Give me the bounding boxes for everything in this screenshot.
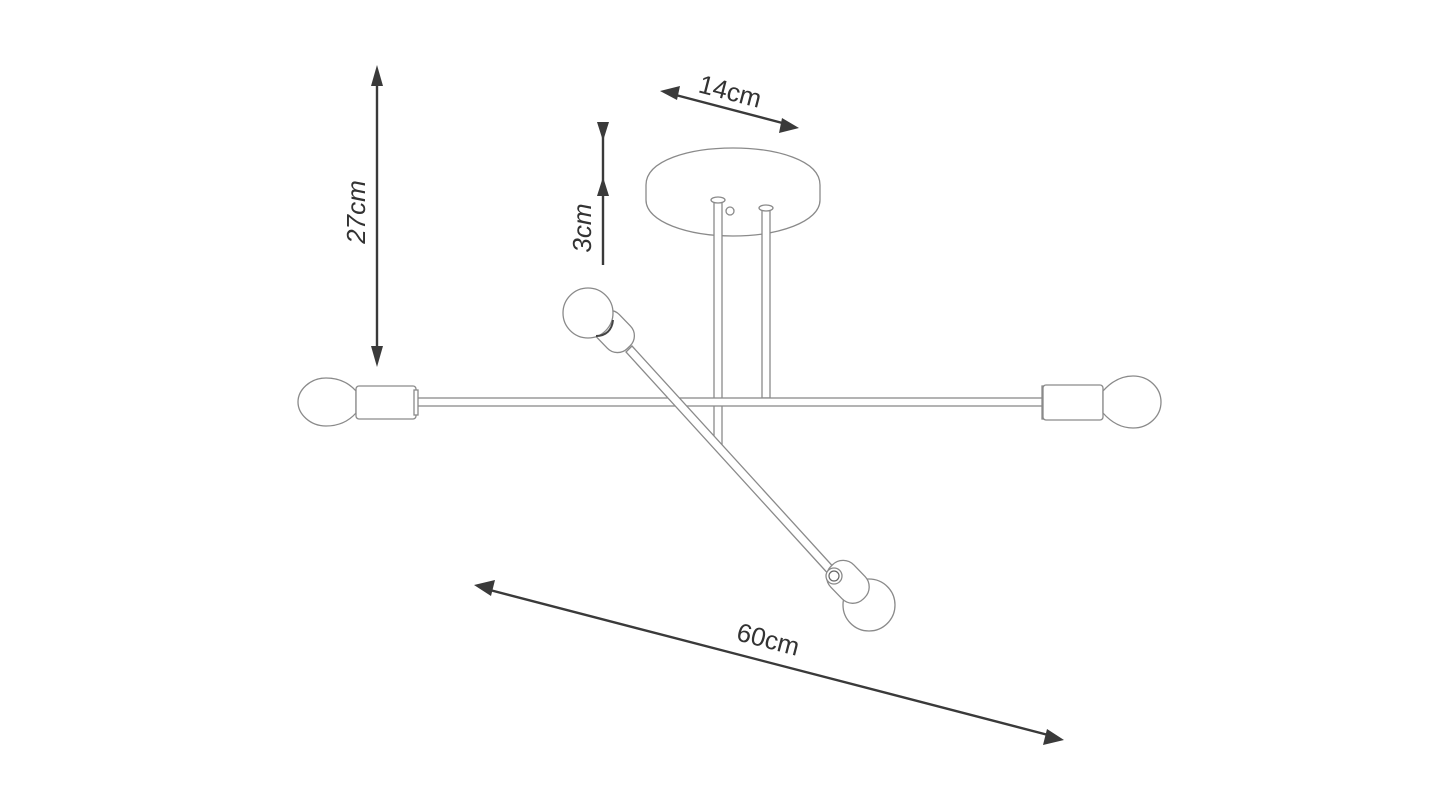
bulb-bottom-diagonal [825,559,896,632]
diagonal-arm [625,345,839,579]
dimension-overall-height: 27cm [341,65,383,367]
support-screw [725,206,735,216]
bulb-left [297,377,419,427]
dimension-label-14cm: 14cm [696,69,765,114]
dimension-canopy-height: 3cm [567,122,609,265]
dimension-label-27cm: 27cm [341,180,371,245]
bulb-right [1041,375,1162,429]
ceiling-canopy [645,147,821,237]
dimension-canopy-diameter: 14cm [660,69,799,133]
dimension-overall-width: 60cm [474,580,1064,745]
horizontal-arm [414,397,1046,407]
dimension-label-3cm: 3cm [567,203,597,252]
bulb-top-diagonal [562,287,636,354]
